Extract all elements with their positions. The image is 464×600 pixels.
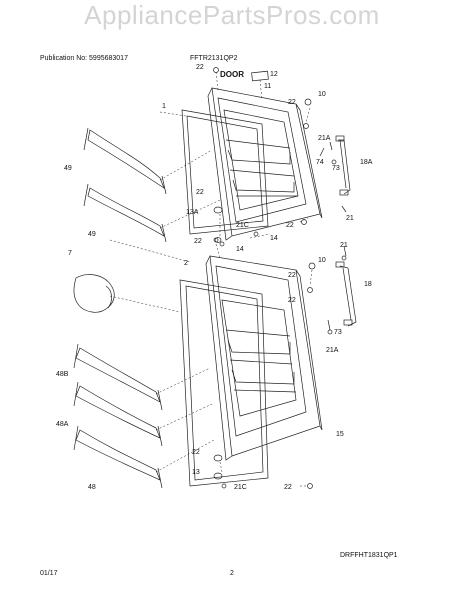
callout-22-d: 22 bbox=[286, 222, 294, 229]
footer-page-number: 2 bbox=[230, 570, 234, 577]
callout-10-b: 10 bbox=[318, 257, 326, 264]
callout-15: 15 bbox=[336, 431, 344, 438]
freezer-door-gasket bbox=[181, 109, 269, 235]
callout-73-a: 73 bbox=[332, 165, 340, 172]
callout-13: 13 bbox=[192, 469, 200, 476]
freezer-door-hardware bbox=[213, 67, 347, 247]
freezer-leader-lines bbox=[109, 71, 311, 263]
callout-18A: 18A bbox=[360, 159, 373, 166]
fresh-food-door-gasket bbox=[179, 279, 269, 487]
callout-22-e: 22 bbox=[194, 238, 202, 245]
callout-73-b: 73 bbox=[334, 329, 342, 336]
callout-22-h: 22 bbox=[192, 449, 200, 456]
callout-11: 11 bbox=[264, 83, 271, 90]
diagram-title: DOOR bbox=[220, 70, 244, 79]
watermark: AppliancePartsPros.com bbox=[84, 0, 380, 30]
callout-22-b: 22 bbox=[288, 99, 296, 106]
callout-7: 7 bbox=[68, 250, 72, 257]
callout-49-a: 49 bbox=[64, 165, 72, 172]
callout-21A-b: 21A bbox=[326, 347, 339, 354]
fresh-food-door-hardware bbox=[213, 237, 347, 489]
callout-21C-b: 21C bbox=[234, 484, 247, 491]
callout-22-c: 22 bbox=[196, 189, 204, 196]
callout-48: 48 bbox=[88, 484, 96, 491]
callout-13A: 13A bbox=[186, 209, 199, 216]
footer-date: 01/17 bbox=[40, 570, 58, 577]
callout-labels: 1 12 11 22 10 22 21A 74 73 18A 21 22 13A… bbox=[56, 64, 373, 491]
callout-1: 1 bbox=[162, 103, 166, 110]
freezer-door-outer-panel bbox=[207, 87, 323, 241]
callout-49-b: 49 bbox=[88, 231, 96, 238]
callout-48A: 48A bbox=[56, 421, 69, 428]
fresh-food-door-outer-panel bbox=[205, 255, 323, 461]
callout-22-g: 22 bbox=[288, 297, 296, 304]
callout-21A-a: 21A bbox=[318, 135, 331, 142]
fresh-food-door-bins bbox=[73, 343, 163, 489]
callout-14-a: 14 bbox=[270, 235, 278, 242]
diagram-code: DRFFHT1831QP1 bbox=[340, 552, 398, 559]
callout-18: 18 bbox=[364, 281, 372, 288]
callout-74: 74 bbox=[316, 159, 324, 166]
callout-21-b: 21 bbox=[340, 242, 348, 249]
callout-12: 12 bbox=[270, 71, 278, 78]
freezer-door-shelves bbox=[83, 127, 167, 243]
model-number: FFTR2131QP2 bbox=[190, 55, 238, 62]
callout-22-f: 22 bbox=[288, 272, 296, 279]
freezer-door-liner bbox=[217, 97, 307, 223]
freezer-door-handle bbox=[335, 135, 351, 196]
fresh-food-door-handle bbox=[335, 261, 357, 327]
callout-22-a: 22 bbox=[196, 64, 204, 71]
callout-14-b: 14 bbox=[236, 246, 244, 253]
callout-48B: 48B bbox=[56, 371, 69, 378]
publication-number: Publication No: 5995683017 bbox=[40, 55, 128, 62]
callout-21-a: 21 bbox=[346, 215, 354, 222]
callout-22-i: 22 bbox=[284, 484, 292, 491]
fresh-food-leader-lines bbox=[109, 243, 313, 487]
callout-10-a: 10 bbox=[318, 91, 326, 98]
dairy-door-cover bbox=[73, 274, 115, 313]
callout-2: 2 bbox=[184, 260, 188, 267]
callout-21C-a: 21C bbox=[236, 222, 249, 229]
